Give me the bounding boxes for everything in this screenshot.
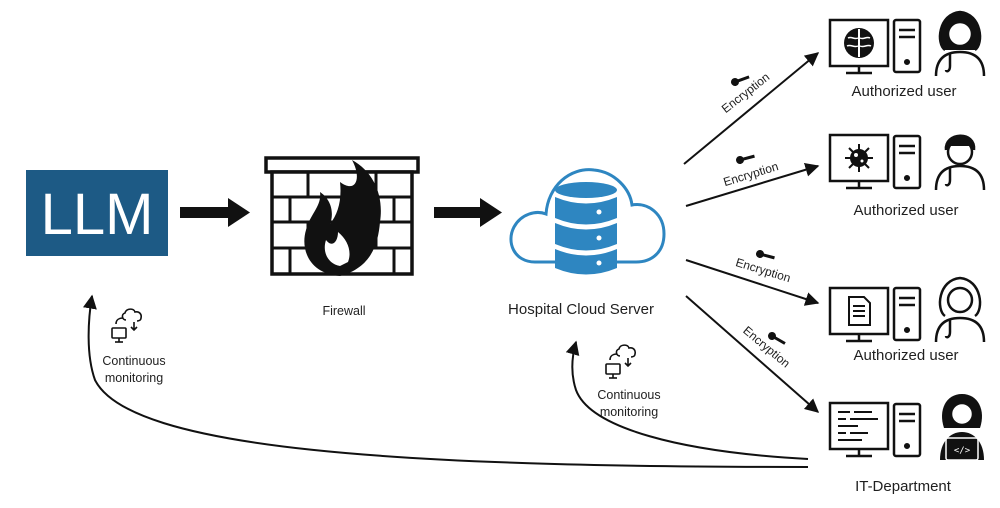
brain-scan-icon <box>844 28 874 58</box>
endpoint-authorized-user-3: Authorized user <box>828 276 986 364</box>
male-doctor-icon <box>934 134 986 191</box>
encryption-label-group-3: Encryption <box>734 250 792 285</box>
flame-icon <box>304 160 381 276</box>
encryption-label-group-2: Encryption <box>722 154 780 189</box>
monitoring-label-right-line2: monitoring <box>600 405 658 419</box>
monitoring-cloud-icon-right <box>605 344 636 379</box>
encryption-edge-3 <box>685 259 820 306</box>
endpoint-label-2: Authorized user <box>853 202 958 219</box>
code-window-icon <box>838 411 878 441</box>
encryption-label-4: Encryption <box>740 323 792 370</box>
encryption-label-3: Encryption <box>734 255 792 285</box>
key-icon <box>768 332 786 345</box>
monitoring-label-left-line1: Continuous <box>102 354 165 368</box>
key-icon <box>736 154 755 164</box>
workstation-monitor-icon <box>828 401 890 458</box>
encryption-edge-4 <box>685 295 820 413</box>
encryption-edge-2 <box>685 162 820 207</box>
encryption-edges <box>683 52 820 413</box>
monitoring-arrow-to-server <box>565 340 809 460</box>
developer-icon: </> <box>940 394 984 461</box>
monitoring-arrow-to-llm <box>83 294 809 468</box>
encryption-label-group-4: Encryption <box>740 323 792 370</box>
computer-tower-icon <box>892 402 922 458</box>
endpoint-label-1: Authorized user <box>851 83 956 100</box>
key-icon <box>731 75 750 86</box>
computer-tower-icon <box>892 286 922 342</box>
computer-tower-icon <box>892 134 922 190</box>
endpoint-authorized-user-2: Authorized user <box>828 133 986 219</box>
encryption-label-group-1: Encryption <box>719 70 772 116</box>
flow-arrow-llm-firewall <box>180 198 250 227</box>
database-icon <box>555 182 617 275</box>
monitoring-cloud-icon-left <box>111 308 142 343</box>
document-icon <box>848 296 871 326</box>
female-doctor-icon <box>934 276 986 343</box>
key-icon <box>756 250 775 260</box>
server-label: Hospital Cloud Server <box>508 301 654 318</box>
cloud-server-icon <box>509 168 666 275</box>
endpoint-it-department: </> IT-Department <box>828 394 984 495</box>
female-doctor-icon <box>934 10 986 77</box>
encryption-edge-1 <box>683 52 820 165</box>
llm-label: LLM <box>41 182 154 247</box>
firewall-label: Firewall <box>322 304 365 318</box>
monitoring-arrows <box>83 294 809 468</box>
endpoint-label-4: IT-Department <box>855 478 952 495</box>
llm-node: LLM <box>26 170 168 256</box>
virus-icon <box>845 144 873 172</box>
flow-arrow-firewall-server <box>434 198 502 227</box>
firewall-icon <box>264 156 420 276</box>
encryption-label-2: Encryption <box>722 159 780 189</box>
monitoring-label-left-line2: monitoring <box>105 371 163 385</box>
svg-text:</>: </> <box>954 446 971 456</box>
endpoint-label-3: Authorized user <box>853 347 958 364</box>
endpoint-authorized-user-1: Authorized user <box>828 10 986 100</box>
monitoring-label-right-line1: Continuous <box>597 388 660 402</box>
computer-tower-icon <box>892 18 922 74</box>
